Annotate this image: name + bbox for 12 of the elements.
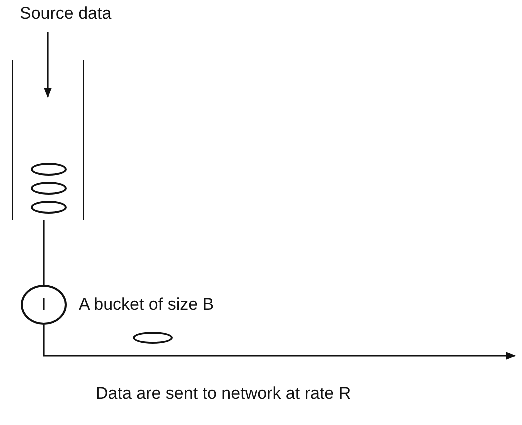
data-packet [31, 163, 67, 176]
tube-container [12, 60, 84, 220]
edge-label: Data are sent to network at rate R [96, 384, 352, 404]
source-label: Source data [20, 4, 112, 28]
output-arrow [43, 325, 516, 360]
data-packet [31, 201, 67, 214]
leak-circle: I [21, 285, 67, 325]
data-packet [133, 332, 173, 344]
bucket-caption: A bucket of size B [79, 295, 214, 315]
connector-line [43, 220, 45, 285]
data-packet [31, 182, 67, 195]
arrow [44, 32, 52, 98]
